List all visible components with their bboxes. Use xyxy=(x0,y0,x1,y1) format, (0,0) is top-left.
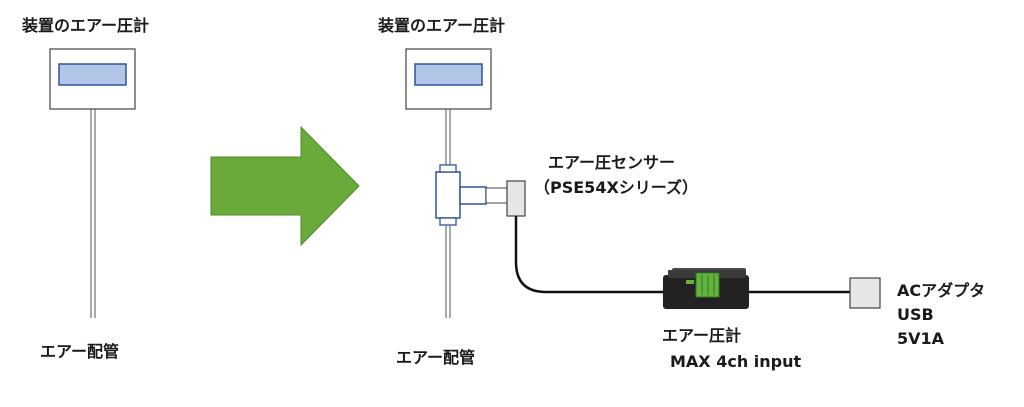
after-pipe-label: エアー配管 xyxy=(396,348,476,367)
before-pipe xyxy=(90,109,96,318)
pressure-meter-device xyxy=(663,268,749,309)
before-pipe-label: エアー配管 xyxy=(40,342,120,361)
ac-adapter xyxy=(849,277,881,309)
meter-label-line1: エアー圧計 xyxy=(662,326,742,345)
sensor-label-line1: エアー圧センサー xyxy=(548,153,676,172)
tee-fitting xyxy=(435,164,513,226)
after-gauge xyxy=(405,48,492,110)
after-gauge-label: 装置のエアー圧計 xyxy=(378,16,506,35)
adapter-label-line3: 5V1A xyxy=(897,329,945,348)
before-gauge xyxy=(49,48,136,110)
transition-arrow xyxy=(210,125,360,247)
pressure-sensor xyxy=(506,180,526,217)
adapter-label-line2: USB xyxy=(897,305,934,324)
sensor-label-line2: （PSE54Xシリーズ） xyxy=(534,178,698,197)
before-gauge-display xyxy=(58,63,127,86)
meter-label-line2: MAX 4ch input xyxy=(670,352,802,371)
after-gauge-display xyxy=(414,63,483,86)
sensor-cable xyxy=(514,216,665,294)
before-gauge-label: 装置のエアー圧計 xyxy=(22,16,150,35)
adapter-label-line1: ACアダプタ xyxy=(897,281,986,300)
